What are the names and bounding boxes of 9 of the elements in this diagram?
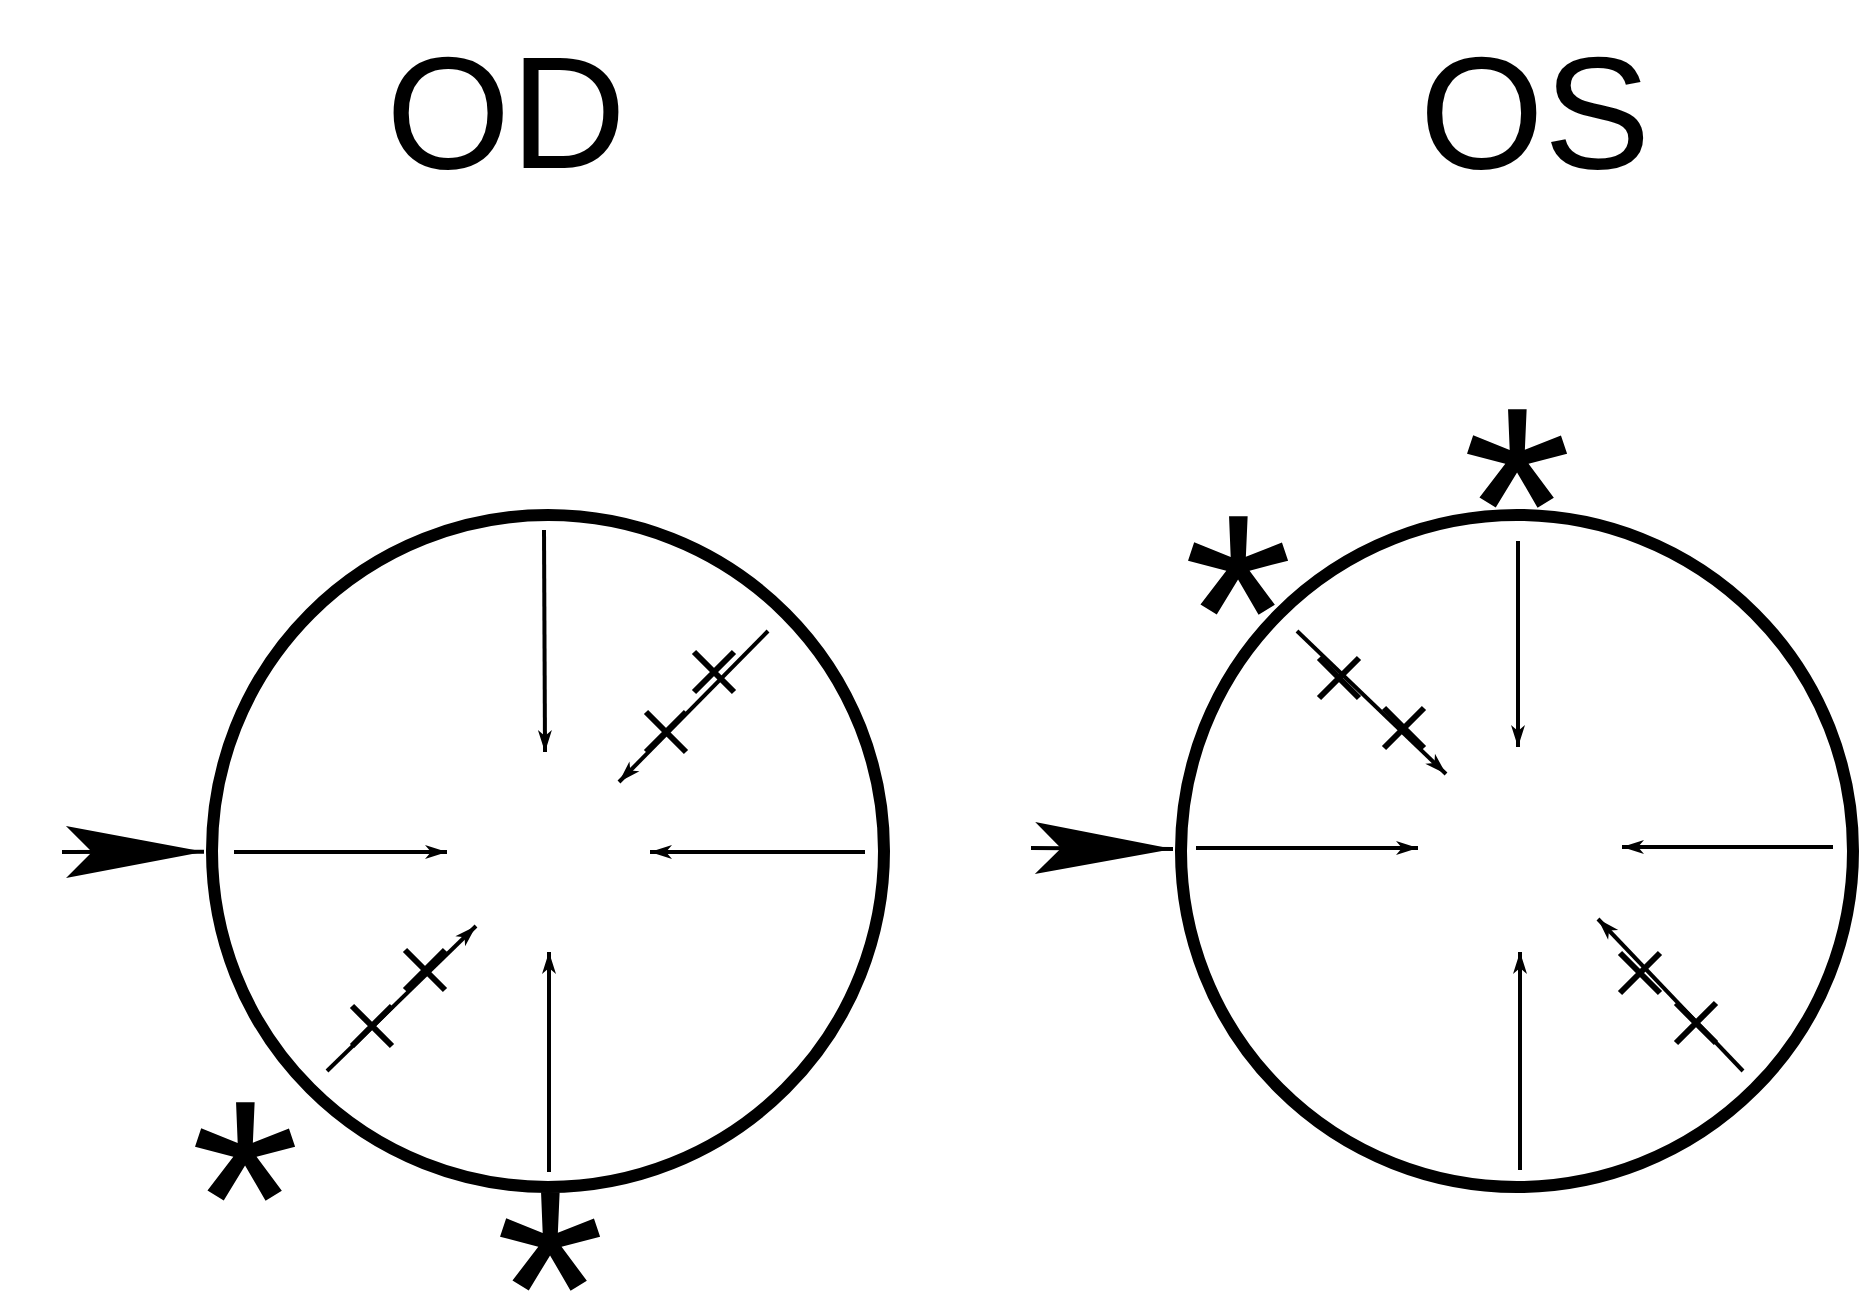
eye-label: OS	[1419, 33, 1651, 193]
pointer-arrow	[1031, 822, 1174, 874]
asterisk-mark: *	[495, 1179, 605, 1291]
asterisk-mark: *	[190, 1089, 300, 1201]
visual-field-circle	[1174, 508, 1860, 1194]
eye-label: OD	[386, 33, 626, 193]
pointer-arrow	[62, 826, 204, 878]
asterisk-mark: *	[1183, 503, 1293, 615]
asterisk-mark: *	[1462, 396, 1572, 508]
